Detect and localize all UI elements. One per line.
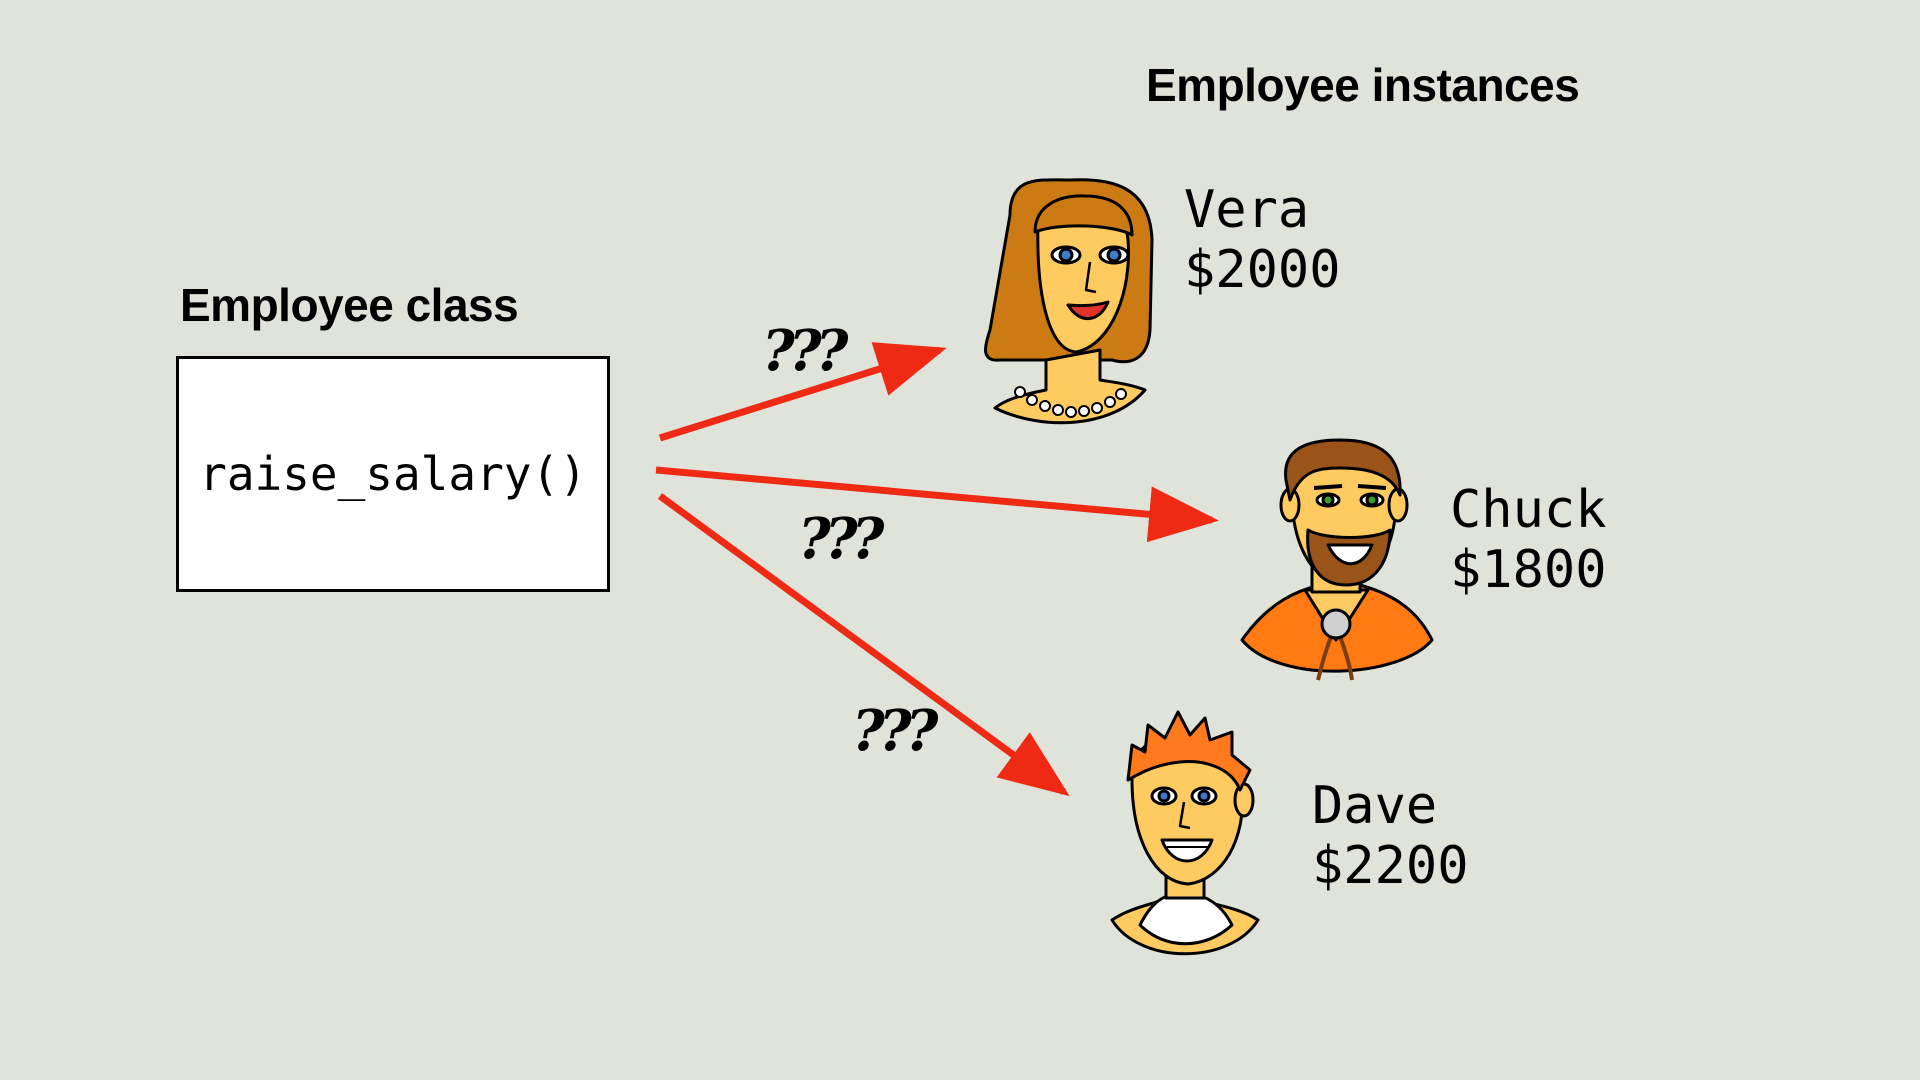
dave-avatar-icon <box>1110 710 1260 956</box>
method-name: raise_salary() <box>199 447 587 501</box>
arrow-to-vera <box>658 342 947 442</box>
chuck-salary: $1800 <box>1450 540 1607 600</box>
vera-salary: $2000 <box>1184 240 1341 300</box>
unknown-marker-chuck: ??? <box>798 506 884 572</box>
vera-label: Vera $2000 <box>1184 180 1341 300</box>
vera-avatar-icon <box>984 178 1154 425</box>
unknown-marker-vera: ??? <box>762 318 848 384</box>
dave-salary: $2200 <box>1312 836 1469 896</box>
class-box: raise_salary() <box>176 356 610 592</box>
unknown-marker-dave: ??? <box>852 698 938 764</box>
chuck-avatar-icon <box>1240 438 1434 681</box>
dave-name: Dave <box>1312 776 1438 836</box>
vera-name: Vera <box>1184 180 1310 240</box>
class-heading: Employee class <box>180 279 519 331</box>
instances-heading: Employee instances <box>1146 59 1580 111</box>
dave-label: Dave $2200 <box>1312 776 1469 896</box>
arrow-to-chuck <box>655 466 1219 543</box>
chuck-label: Chuck $1800 <box>1450 480 1607 600</box>
arrow-to-dave <box>657 493 1070 797</box>
chuck-name: Chuck <box>1450 480 1607 540</box>
